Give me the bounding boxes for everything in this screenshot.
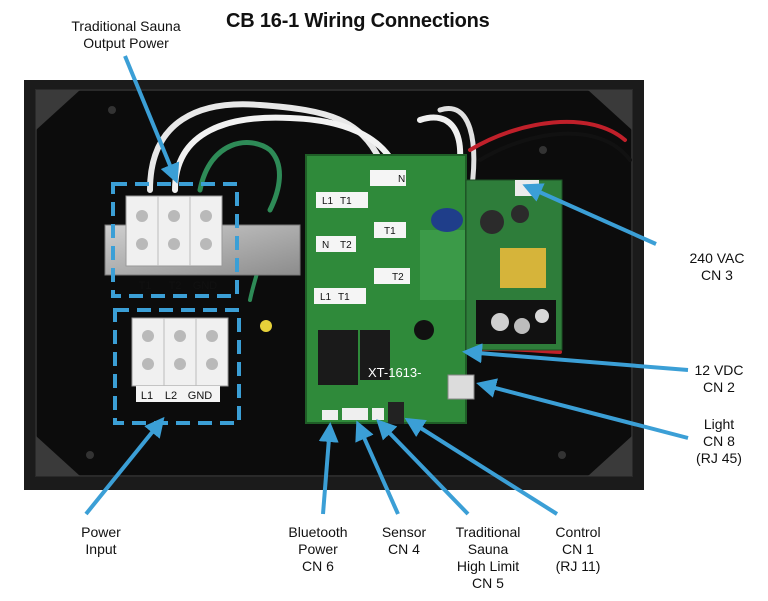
arrow-power-input: [84, 416, 165, 516]
cn4-connector: [342, 408, 368, 420]
svg-text:N: N: [322, 240, 329, 251]
label-control: Control CN 1 (RJ 11): [555, 524, 601, 574]
label-bluetooth: Bluetooth Power CN 6: [288, 524, 348, 574]
svg-text:L1: L1: [320, 292, 332, 303]
svg-text:T1: T1: [340, 196, 352, 207]
svg-text:T2: T2: [392, 272, 404, 283]
capacitor-blue: [431, 208, 463, 232]
terminal-label-t2: T2: [169, 280, 182, 292]
arrow-sauna-output: [123, 55, 180, 184]
arrow-light: [476, 378, 689, 440]
svg-text:L1: L1: [322, 196, 334, 207]
label-light: Light CN 8 (RJ 45): [696, 416, 742, 466]
tag: [314, 288, 366, 304]
cn5-connector: [372, 408, 384, 420]
terminal-block-output: T1 T2 GND: [104, 195, 301, 292]
control-board: XT-1613- N L1 T1 T1 N T2 T2 L1 T1: [305, 154, 475, 424]
terminal-label-gnd-input: GND: [188, 390, 213, 402]
label-sauna-output: Traditional Sauna Output Power: [71, 18, 181, 51]
relay: [360, 330, 390, 380]
arrow-high-limit: [376, 419, 470, 516]
corner-bracket: [588, 90, 632, 130]
dashed-box-input: [113, 308, 241, 425]
arrow-sensor: [355, 420, 400, 515]
svg-text:T1: T1: [338, 292, 350, 303]
svg-text:N: N: [398, 174, 405, 185]
ground-screw: [260, 320, 272, 332]
arrow-bluetooth: [318, 422, 339, 515]
board-model: XT-1613-: [368, 365, 421, 380]
tag: [374, 222, 406, 238]
terminal-label-l2: L2: [165, 390, 177, 402]
arrow-12vdc: [462, 343, 689, 372]
arrow-240vac: [522, 183, 657, 246]
tag: [316, 236, 356, 252]
rj11-jack: [388, 402, 404, 424]
label-high-limit: Traditional Sauna High Limit CN 5: [455, 524, 521, 591]
corner-bracket: [588, 436, 632, 476]
dashed-box-output: [111, 182, 239, 298]
label-12vdc: 12 VDC CN 2: [694, 362, 744, 395]
cn6-connector: [322, 410, 338, 420]
power-supply: [465, 179, 563, 351]
label-240vac: 240 VAC CN 3: [689, 250, 745, 283]
terminal-label-t1: T1: [139, 280, 152, 292]
arrow-control: [404, 417, 559, 516]
transformer: [500, 248, 546, 288]
label-power-input: Power Input: [81, 524, 121, 557]
buzzer: [414, 320, 434, 340]
svg-text:T1: T1: [384, 226, 396, 237]
terminal-label-l1: L1: [141, 390, 153, 402]
corner-bracket: [36, 436, 80, 476]
terminal-block-input: L1 L2 GND: [131, 317, 272, 402]
terminal-label-gnd: GND: [193, 280, 218, 292]
tag: [370, 170, 406, 186]
page-title: CB 16-1 Wiring Connections: [226, 10, 490, 32]
tag: [374, 268, 410, 284]
label-sensor: Sensor CN 4: [381, 524, 427, 557]
tag: [316, 192, 368, 208]
corner-bracket: [36, 90, 80, 130]
rj45-jack: [447, 374, 475, 400]
svg-text:T2: T2: [340, 240, 352, 251]
relay: [318, 330, 358, 385]
